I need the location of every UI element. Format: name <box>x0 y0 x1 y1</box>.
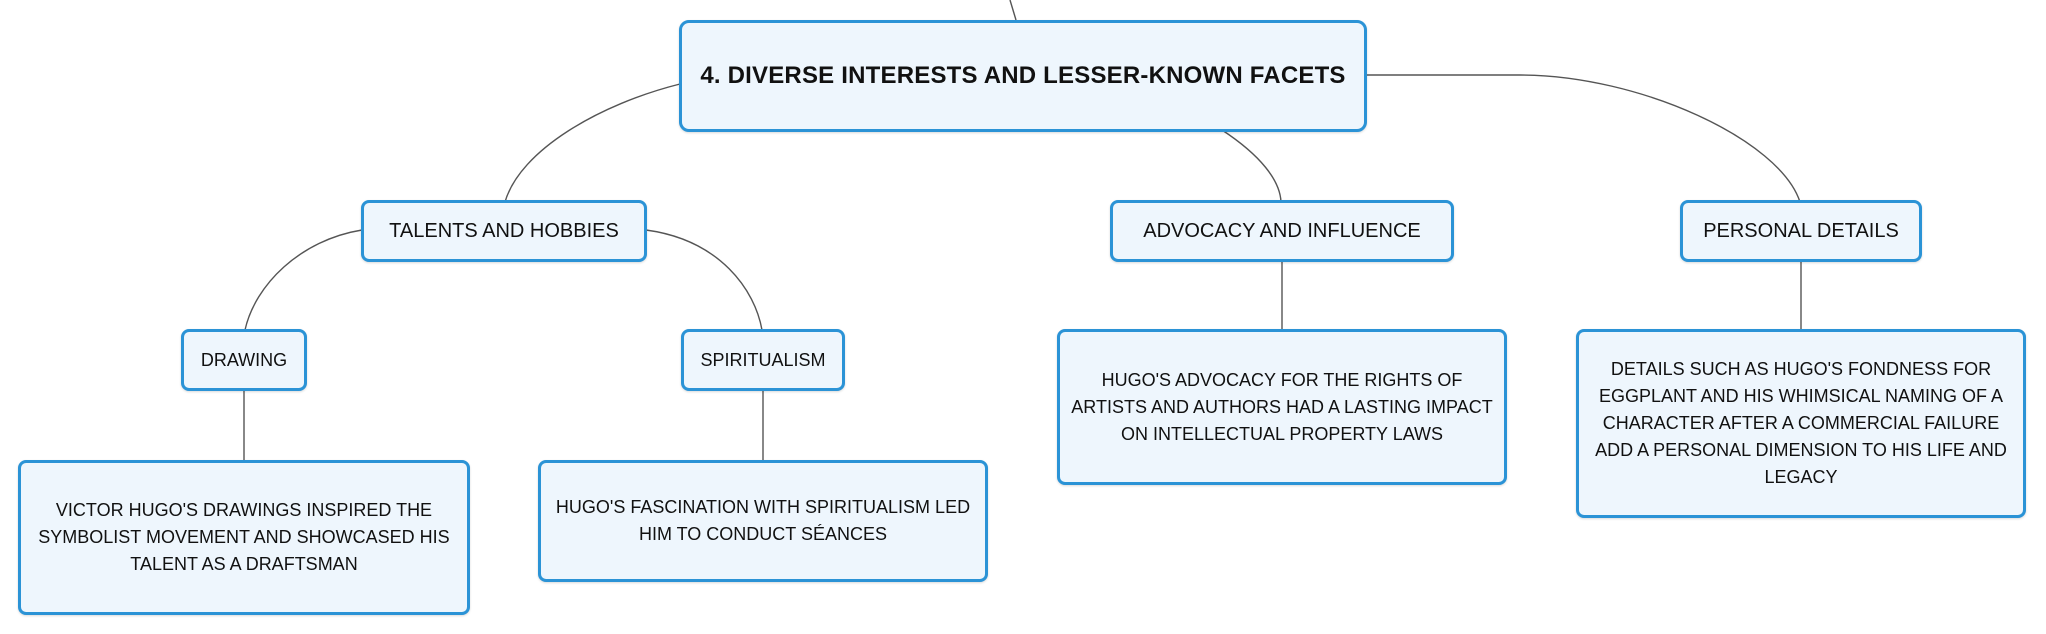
connector-root-to-talents <box>504 83 681 203</box>
detail-text: HUGO'S FASCINATION WITH SPIRITUALISM LED… <box>555 497 971 544</box>
branch-advocacy-and-influence[interactable]: ADVOCACY AND INFLUENCE <box>1110 200 1454 262</box>
branch-personal-details[interactable]: PERSONAL DETAILS <box>1680 200 1922 262</box>
root-topic[interactable]: 4. DIVERSE INTERESTS AND LESSER-KNOWN FA… <box>679 20 1367 132</box>
subtopic-spiritualism[interactable]: SPIRITUALISM <box>681 329 845 391</box>
root-topic-label: 4. DIVERSE INTERESTS AND LESSER-KNOWN FA… <box>700 62 1346 89</box>
detail-text: DETAILS SUCH AS HUGO'S FONDNESS FOR EGGP… <box>1595 359 2007 487</box>
detail-text: HUGO'S ADVOCACY FOR THE RIGHTS OF ARTIST… <box>1071 369 1493 444</box>
detail-text: VICTOR HUGO'S DRAWINGS INSPIRED THE SYMB… <box>38 500 450 574</box>
subtopic-label: DRAWING <box>200 349 288 370</box>
detail-personal[interactable]: DETAILS SUCH AS HUGO'S FONDNESS FOR EGGP… <box>1576 329 2026 518</box>
detail-drawing[interactable]: VICTOR HUGO'S DRAWINGS INSPIRED THE SYMB… <box>18 460 470 615</box>
connector-talents-to-spiritualism <box>645 229 763 331</box>
connector-root-to-advocacy <box>1221 129 1282 203</box>
branch-talents-and-hobbies[interactable]: TALENTS AND HOBBIES <box>361 200 647 262</box>
subtopic-label: SPIRITUALISM <box>700 349 826 370</box>
branch-label: ADVOCACY AND INFLUENCE <box>1143 219 1421 242</box>
detail-spiritualism[interactable]: HUGO'S FASCINATION WITH SPIRITUALISM LED… <box>538 460 988 582</box>
branch-label: TALENTS AND HOBBIES <box>389 219 619 242</box>
branch-label: PERSONAL DETAILS <box>1703 219 1899 242</box>
connector-root-to-personal <box>1366 74 1801 203</box>
subtopic-drawing[interactable]: DRAWING <box>181 329 307 391</box>
detail-advocacy[interactable]: HUGO'S ADVOCACY FOR THE RIGHTS OF ARTIST… <box>1057 329 1507 485</box>
connector-talents-to-drawing <box>244 229 363 331</box>
connector-parent-to-root <box>1009 0 1017 21</box>
